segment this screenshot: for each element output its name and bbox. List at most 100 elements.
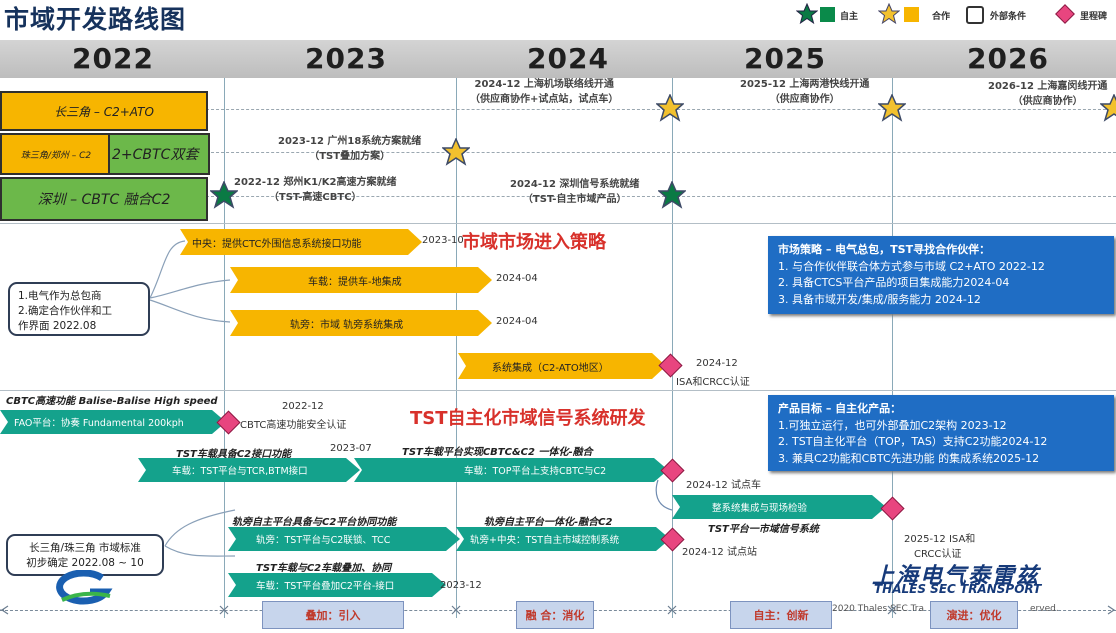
- note-zhengzhou: 2022-12 郑州K1/K2高速方案就绪 （TST-高速CBTC）: [234, 175, 396, 205]
- tst-heading: TST自主化市域信号系统研发: [410, 408, 646, 429]
- coop-swatch: [904, 7, 919, 22]
- connector-lines: [655, 479, 673, 511]
- note-guangzhou: 2023-12 广州18系统方案就绪（TST叠加方案）: [278, 134, 421, 164]
- note-jiamin-line: 2026-12 上海嘉闵线开通 （供应商协作）: [988, 79, 1107, 109]
- note-airport-line: 2024-12 上海机场联络线开通（供应商协作+试点站，试点车）: [470, 77, 618, 107]
- tst-onboard-fusion-title: TST车载平台实现CBTC&C2 一体化-融合: [402, 447, 593, 458]
- company-logo-icon: [56, 570, 113, 605]
- date-pilot-station: 2024-12 试点站: [682, 547, 757, 558]
- note-lianggang-line: 2025-12 上海两港快线开通 （供应商协作）: [740, 77, 869, 107]
- box-line: 2. 具备CTCS平台产品的项目集成能力2024-04: [778, 276, 1010, 289]
- date-central: 2023-10: [422, 235, 464, 246]
- note-line: （TST-高速CBTC）: [268, 192, 362, 203]
- box-line: 3. 具备市域开发/集成/服务能力 2024-12: [778, 292, 981, 306]
- date-fao: 2022-12: [282, 401, 324, 412]
- year-divider: [224, 78, 225, 618]
- row-label-prd-zhengzhou: 珠三角/郑州 – C2: [0, 133, 112, 175]
- coop-star-icon: [1100, 94, 1116, 122]
- legend: 自主 合作 外部条件 里程碑: [796, 3, 1116, 25]
- year-2025: 2025: [744, 42, 826, 75]
- box-title: 产品目标 – 自主化产品：: [778, 402, 902, 415]
- product-goal-box: 产品目标 – 自主化产品： 1.可独立运行，也可外部叠加C2架构 2023-12…: [768, 395, 1114, 471]
- external-swatch: [966, 6, 984, 24]
- box-line: 1. 与合作伙伴联合体方式参与市域 C2+ATO 2022-12: [778, 259, 1045, 273]
- row-line: [206, 152, 1116, 153]
- arrow-fao-platform: FAO平台：协奏 Fundamental 200kph: [0, 410, 226, 434]
- date-overlay: 2023-12: [440, 580, 482, 591]
- arrow-central-ctc: 中央：提供CTC外围信息系统接口功能: [180, 229, 422, 255]
- box-line: 2. TST自主化平台（TOP，TAS）支持C2功能2024-12: [778, 435, 1048, 448]
- date-cert-2025: 2025-12 ISA和: [904, 534, 976, 545]
- axis-markers: [0, 605, 1116, 615]
- green-star-icon: [796, 3, 818, 25]
- coop-star-icon: [656, 94, 684, 122]
- tst-wayside-c2-title: 轨旁自主平台具备与C2平台协同功能: [232, 517, 397, 528]
- self-star-icon: [210, 181, 238, 209]
- tst-overlay-title: TST车载与C2车载叠加、协同: [256, 563, 392, 574]
- cert-system: ISA和CRCC认证: [676, 377, 750, 388]
- market-heading: 市域市场进入策略: [462, 232, 606, 253]
- row-line: [206, 196, 1116, 197]
- arrow-onboard-c2-interface: 车载：TST平台与TCR,BTM接口: [138, 458, 360, 482]
- year-divider: [456, 78, 457, 618]
- row-label-dual: 2+CBTC双套: [108, 133, 210, 175]
- legend-milestone: 里程碑: [1080, 12, 1108, 22]
- self-star-icon: [658, 181, 686, 209]
- arrow-onboard-fusion: 车载：TOP平台上支持CBTC与C2: [354, 458, 668, 482]
- box-title: 市场策略 – 电气总包，TST寻找合作伙伴：: [778, 243, 991, 256]
- note-line: （供应商协作）: [1012, 96, 1083, 107]
- note-line: 2024-12 深圳信号系统就绪: [510, 179, 640, 190]
- arrow-wayside-fusion: 轨旁+中央：TST自主市域控制系统: [456, 527, 670, 551]
- brand-chinese: 上海电气泰雷兹: [872, 564, 1041, 589]
- yellow-star-icon: [878, 3, 900, 25]
- connector-lines: [149, 240, 236, 557]
- year-bar: 2022 2023 2024 2025 2026: [0, 40, 1116, 78]
- row-line: [206, 109, 1116, 110]
- note-line: 长三角/珠三角 市域标准: [29, 542, 141, 554]
- section-divider: [0, 390, 1116, 391]
- note-line: 初步确定 2022.08 ~ 10: [26, 557, 144, 569]
- date-wayside: 2024-04: [496, 316, 538, 327]
- arrow-onboard-integration: 车载：提供车-地集成: [230, 267, 492, 293]
- phase-evolution: 演进：优化: [930, 601, 1018, 629]
- phase-innovation: 自主：创新: [730, 601, 832, 629]
- date-onboard: 2024-04: [496, 273, 538, 284]
- note-line: 1.电气作为总包商: [18, 290, 102, 302]
- brand-english: THALES SEC TRANSPORT: [874, 582, 1042, 596]
- row-label-shenzhen: 深圳 – CBTC 融合C2: [0, 177, 208, 221]
- date-system: 2024-12: [696, 358, 738, 369]
- year-2022: 2022: [72, 42, 154, 75]
- milestone-diamond-icon: [880, 496, 905, 521]
- note-line: （供应商协作）: [769, 94, 840, 105]
- note-prime-contractor: 1.电气作为总包商 2.确定合作伙伴和工 作界面 2022.08: [8, 282, 150, 336]
- cert-fao: CBTC高速功能安全认证: [240, 420, 347, 431]
- coop-star-icon: [442, 138, 470, 166]
- note-line: （TST-自主市域产品）: [522, 194, 627, 205]
- section-divider: [0, 223, 1116, 224]
- year-divider: [892, 78, 893, 618]
- year-2024: 2024: [527, 42, 609, 75]
- note-line: 2022-12 郑州K1/K2高速方案就绪: [234, 177, 397, 188]
- note-line: 2024-12 上海机场联络线开通: [474, 79, 614, 90]
- copyright-left: 2020 Thales SEC Tra: [832, 604, 925, 614]
- note-line: （TST叠加方案）: [309, 151, 391, 162]
- year-divider: [672, 78, 673, 618]
- arrow-wayside-c2-interlock: 轨旁：TST平台与C2联锁、TCC: [228, 527, 460, 551]
- tst-onboard-c2-title: TST车载具备C2接口功能: [176, 449, 292, 460]
- milestone-diamond-icon: [660, 527, 685, 552]
- arrow-system-integration: 系统集成（C2-ATO地区）: [458, 353, 666, 379]
- cert-2025: CRCC认证: [914, 549, 962, 560]
- date-pilot-train: 2024-12 试点车: [686, 480, 761, 491]
- box-line: 1.可独立运行，也可外部叠加C2架构 2023-12: [778, 418, 1007, 432]
- arrow-wayside-integration: 轨旁：市域 轨旁系统集成: [230, 310, 492, 336]
- note-line: 2025-12 上海两港快线开通: [740, 79, 870, 90]
- date-onboard-c2: 2023-07: [330, 443, 372, 454]
- arrow-system-verification: 整系统集成与现场检验: [672, 495, 886, 519]
- arrow-onboard-overlay: 车载：TST平台叠加C2平台-接口: [228, 573, 446, 597]
- row-label-yangtze: 长三角 – C2+ATO: [0, 91, 208, 131]
- legend-self: 自主: [840, 12, 859, 22]
- phase-fusion: 融 合：消化: [516, 601, 594, 629]
- cbtc-highspeed-title: CBTC高速功能 Balise-Balise High speed: [6, 396, 218, 407]
- phase-overlay: 叠加：引入: [262, 601, 404, 629]
- note-line: 2026-12 上海嘉闵线开通: [988, 81, 1108, 92]
